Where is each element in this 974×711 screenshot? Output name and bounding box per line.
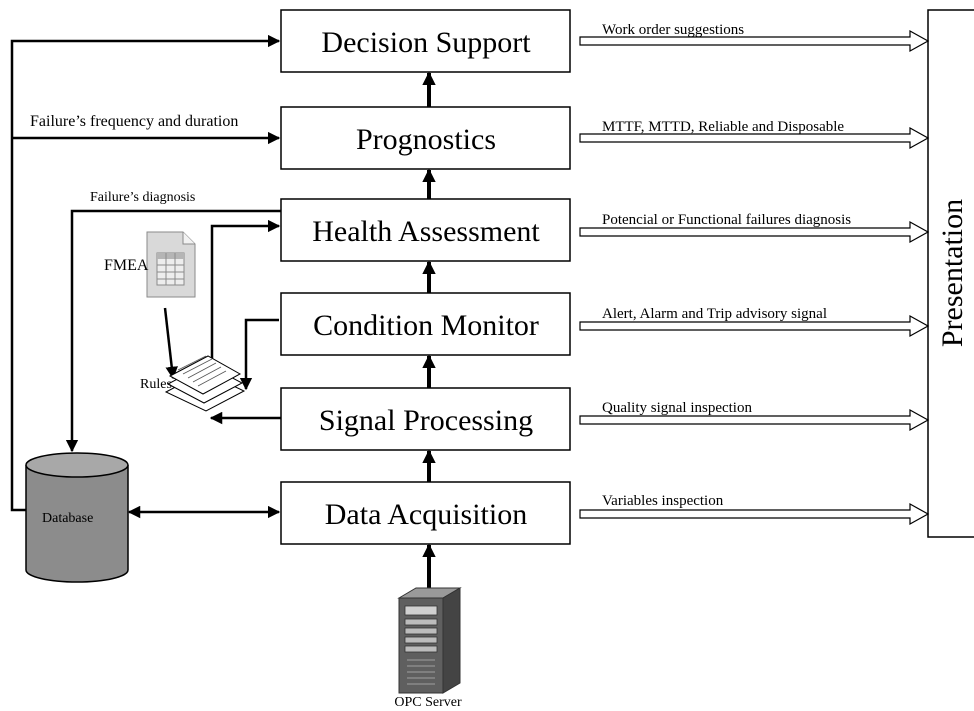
fmea-spreadsheet-icon xyxy=(146,231,196,298)
stage-signal-processing-label: Signal Processing xyxy=(319,404,533,437)
output-arrow-prognostics xyxy=(579,126,930,150)
output-label-condition-monitor: Alert, Alarm and Trip advisory signal xyxy=(602,306,827,322)
stage-condition-monitor: Condition Monitor xyxy=(280,292,571,356)
presentation-label: Presentation xyxy=(936,199,969,347)
fmea-label: FMEA xyxy=(104,257,149,274)
output-arrow-condition-monitor xyxy=(579,314,930,338)
output-label-data-acquisition: Variables inspection xyxy=(602,493,724,509)
presentation-panel: Presentation xyxy=(927,9,974,538)
output-label-health-assessment: Potencial or Functional failures diagnos… xyxy=(602,212,851,228)
line-cm-to-rules xyxy=(239,318,279,391)
feedback-lines xyxy=(10,34,281,519)
stage-signal-processing: Signal Processing xyxy=(280,387,571,451)
stage-prognostics: Prognostics xyxy=(280,106,571,170)
line-rules-to-ha xyxy=(210,219,281,365)
stage-condition-monitor-label: Condition Monitor xyxy=(313,309,539,342)
line-db-to-decision-support xyxy=(10,34,281,512)
feedback-label-frequency-duration: Failure’s frequency and duration xyxy=(30,113,238,130)
stage-decision-support: Decision Support xyxy=(280,9,571,73)
feedback-label-diagnosis: Failure’s diagnosis xyxy=(90,190,195,205)
rules-document-icon xyxy=(164,355,246,412)
stage-data-acquisition: Data Acquisition xyxy=(280,481,571,545)
stage-health-assessment: Health Assessment xyxy=(280,198,571,262)
output-arrows xyxy=(579,29,930,526)
opc-server-icon xyxy=(397,587,462,694)
stage-health-assessment-label: Health Assessment xyxy=(312,215,540,248)
output-arrow-health-assessment xyxy=(579,220,930,244)
output-label-decision-support: Work order suggestions xyxy=(602,22,744,38)
output-arrow-decision-support xyxy=(579,29,930,53)
output-label-signal-processing: Quality signal inspection xyxy=(602,400,752,416)
line-fmea-to-rules xyxy=(163,307,178,380)
output-label-prognostics: MTTF, MTTD, Reliable and Disposable xyxy=(602,119,844,135)
stage-data-acquisition-label: Data Acquisition xyxy=(325,498,527,531)
stage-prognostics-label: Prognostics xyxy=(356,123,496,156)
opc-server-label: OPC Server xyxy=(394,695,462,710)
database-label: Database xyxy=(42,511,93,526)
output-arrow-signal-processing xyxy=(579,408,930,432)
output-labels: Work order suggestions MTTF, MTTD, Relia… xyxy=(602,22,851,509)
line-ha-to-db xyxy=(65,209,281,453)
rules-label: Rules xyxy=(140,377,172,392)
output-arrow-data-acquisition xyxy=(579,502,930,526)
stage-decision-support-label: Decision Support xyxy=(321,26,531,59)
database-icon xyxy=(25,452,129,583)
